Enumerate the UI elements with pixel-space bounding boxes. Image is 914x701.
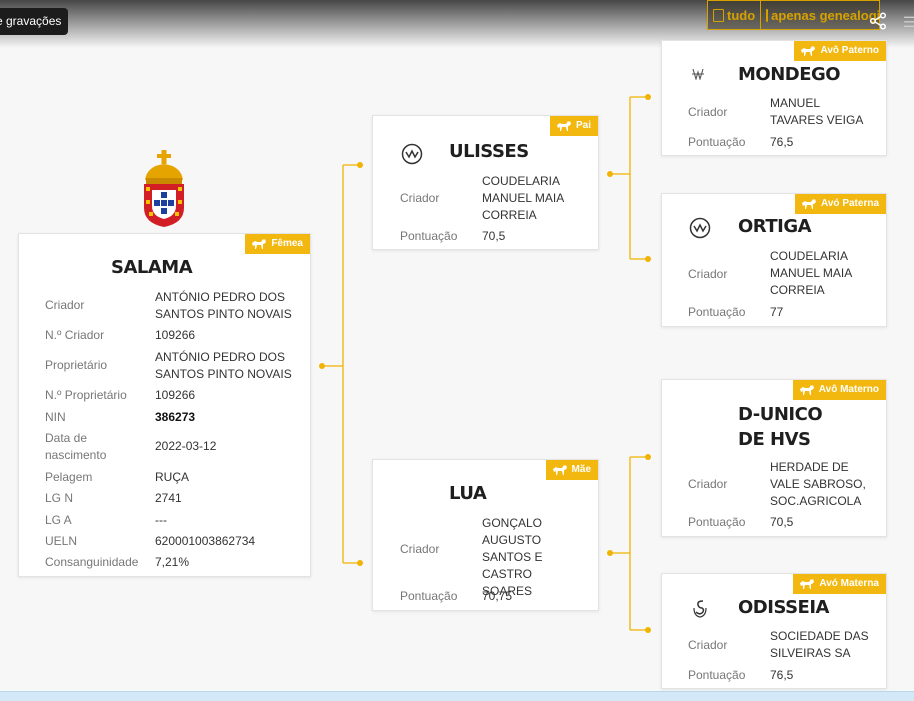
breeder-label: Criador xyxy=(688,267,728,281)
horse-icon xyxy=(552,465,567,475)
pdf-all-button[interactable]: tudo xyxy=(708,1,762,29)
breeder-value: COUDELARIA MANUEL MAIA CORREIA xyxy=(482,174,564,222)
breeder-label: Criador xyxy=(400,542,440,556)
maternal-grandmother-card[interactable]: Avó Materna ODISSEIA Criador SOCIEDADE D… xyxy=(661,573,887,689)
breeder-value: GONÇALO AUGUSTO SANTOS E CASTRO SOARES xyxy=(482,516,543,598)
field-label: N.º Criador xyxy=(45,328,105,342)
score-label: Pontuação xyxy=(688,135,746,149)
field-value: 109266 xyxy=(155,388,196,402)
coat-of-arms-icon xyxy=(144,150,184,227)
field-value: 2741 xyxy=(155,491,182,505)
maternal-grandfather-card[interactable]: Avô Materno D-UNICO DE HVS Criador HERDA… xyxy=(661,379,887,537)
pdf-all-label: tudo xyxy=(727,7,756,23)
breeder-label: Criador xyxy=(400,191,440,205)
sex-badge: Fêmea xyxy=(245,234,310,254)
field-label: LG A xyxy=(45,513,72,527)
field-value: 109266 xyxy=(155,328,196,342)
relation-badge: Avó Paterna xyxy=(795,194,886,214)
field-value: ANTÓNIO PEDRO DOS SANTOS PINTO NOVAIS xyxy=(155,350,292,381)
horse-icon xyxy=(800,579,815,589)
mother-card[interactable]: Mãe LUA Criador GONÇALO AUGUSTO SANTOS E… xyxy=(372,459,599,611)
badge-label: Avó Materna xyxy=(819,578,879,589)
badge-label: Fêmea xyxy=(271,238,303,249)
horse-name: SALAMA xyxy=(111,257,193,278)
breeder-label: Criador xyxy=(688,638,728,652)
horse-icon xyxy=(252,239,267,249)
field-value: 620001003862734 xyxy=(155,534,256,548)
field-value: --- xyxy=(155,513,167,527)
badge-label: Avó Paterna xyxy=(821,198,879,209)
breeder-label: Criador xyxy=(688,477,728,491)
pdf-genealogy-label: apenas genealogia xyxy=(771,7,880,23)
field-label: NIN xyxy=(45,410,66,424)
badge-label: Pai xyxy=(575,120,591,131)
filter-icon[interactable]: ☰ xyxy=(903,14,914,30)
horse-name: MONDEGO xyxy=(738,64,841,85)
field-label: Proprietário xyxy=(45,358,108,372)
score-value: 77 xyxy=(770,305,784,319)
pdf-genealogy-button[interactable]: apenas genealogia xyxy=(761,1,880,29)
field-value: ANTÓNIO PEDRO DOS SANTOS PINTO NOVAIS xyxy=(155,290,292,321)
pdf-icon xyxy=(766,8,769,22)
score-label: Pontuação xyxy=(400,229,458,243)
horse-name: ODISSEIA xyxy=(738,597,829,618)
breeder-value: MANUEL TAVARES VEIGA xyxy=(770,96,864,127)
relation-badge: Avó Materna xyxy=(793,574,886,594)
field-label: Criador xyxy=(45,298,85,312)
pdf-buttons: tudo apenas genealogia xyxy=(707,0,881,30)
tooltip: e gravações xyxy=(0,8,68,35)
score-value: 70,5 xyxy=(482,229,506,243)
horse-name: LUA xyxy=(449,483,487,504)
field-label: LG N xyxy=(45,491,74,505)
brand-mark-icon xyxy=(689,217,711,239)
breeder-label: Criador xyxy=(688,105,728,119)
horse-name: D-UNICO DE HVS xyxy=(738,404,823,450)
main-horse-card[interactable]: Fêmea SALAMA Criador ANTÓNIO PEDRO DOS S… xyxy=(18,233,311,577)
horse-icon xyxy=(802,199,817,209)
horse-name: ULISSES xyxy=(449,141,529,162)
horse-name: ORTIGA xyxy=(738,216,812,237)
score-label: Pontuação xyxy=(400,589,458,603)
relation-badge: Avô Paterno xyxy=(794,41,886,61)
score-value: 76,5 xyxy=(770,668,794,682)
bottom-bar xyxy=(0,691,914,701)
brand-mark-icon xyxy=(401,143,423,165)
brand-mark-icon xyxy=(692,68,704,80)
horse-icon xyxy=(556,121,571,131)
badge-label: Avô Paterno xyxy=(820,45,879,56)
field-label: Pelagem xyxy=(45,470,93,484)
field-label: N.º Proprietário xyxy=(45,388,127,402)
breeder-value: SOCIEDADE DAS SILVEIRAS SA xyxy=(770,629,869,660)
score-value: 70,75 xyxy=(482,589,513,603)
badge-label: Mãe xyxy=(571,464,591,475)
breeder-value: COUDELARIA MANUEL MAIA CORREIA xyxy=(770,249,852,297)
brand-mark-icon xyxy=(693,600,707,618)
field-label: UELN xyxy=(45,534,78,548)
field-label: Consanguinidade xyxy=(45,555,139,569)
score-value: 76,5 xyxy=(770,135,794,149)
breeder-value: HERDADE DE VALE SABROSO, SOC.AGRICOLA xyxy=(770,460,866,508)
relation-badge: Avô Materno xyxy=(792,380,886,400)
field-value: 7,21% xyxy=(155,555,190,569)
horse-icon xyxy=(799,385,814,395)
field-value: 2022-03-12 xyxy=(155,439,217,453)
badge-label: Avô Materno xyxy=(818,384,879,395)
paternal-grandfather-card[interactable]: Avô Paterno MONDEGO Criador MANUEL TAVAR… xyxy=(661,40,887,156)
father-card[interactable]: Pai ULISSES Criador COUDELARIA MANUEL MA… xyxy=(372,115,599,250)
pdf-icon xyxy=(713,8,724,22)
paternal-grandmother-card[interactable]: Avó Paterna ORTIGA Criador COUDELARIA MA… xyxy=(661,193,887,327)
score-label: Pontuação xyxy=(688,305,746,319)
score-label: Pontuação xyxy=(688,668,746,682)
horse-icon xyxy=(801,46,816,56)
field-value: 386273 xyxy=(155,410,196,424)
share-icon[interactable] xyxy=(869,12,887,30)
relation-badge: Pai xyxy=(549,116,598,136)
score-label: Pontuação xyxy=(688,515,746,529)
field-value: RUÇA xyxy=(155,470,190,484)
field-label: Data de nascimento xyxy=(45,431,107,462)
score-value: 70,5 xyxy=(770,515,794,529)
relation-badge: Mãe xyxy=(545,460,598,480)
